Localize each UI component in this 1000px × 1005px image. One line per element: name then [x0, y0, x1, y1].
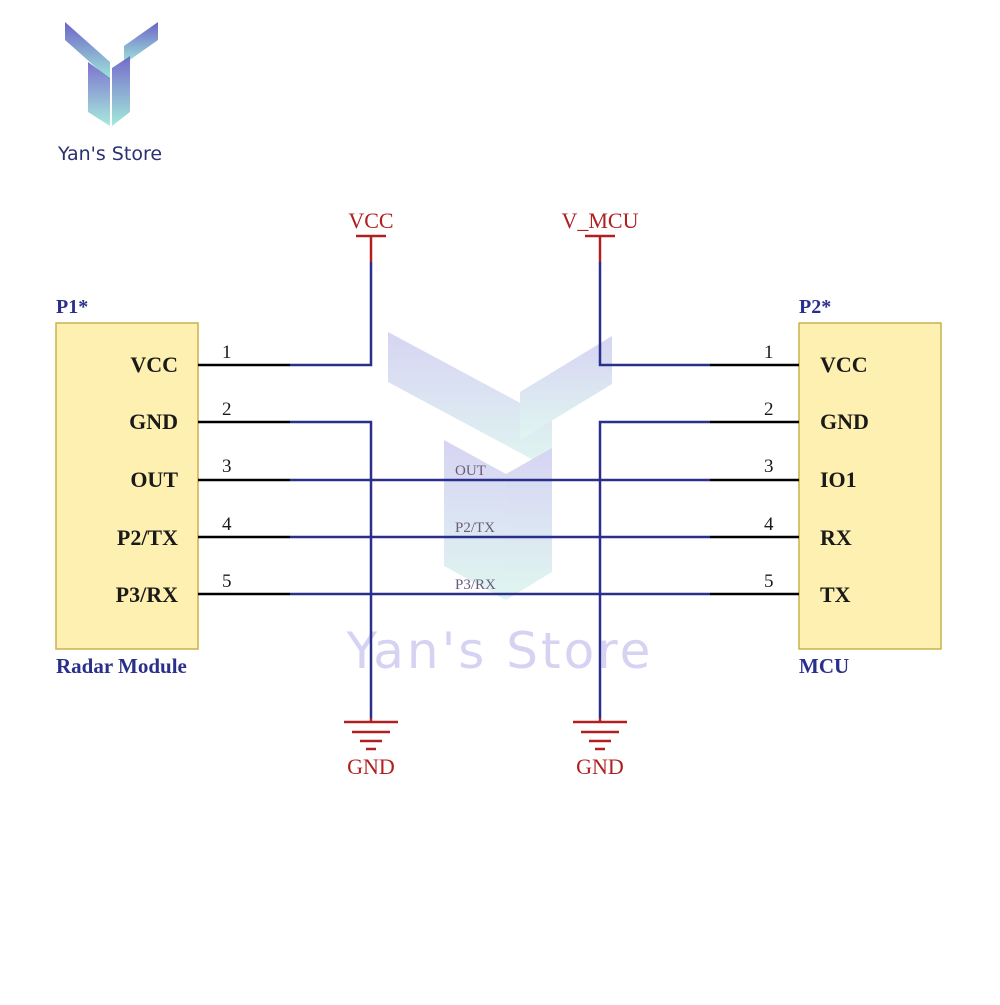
- left-pin-num-2: 2: [222, 399, 232, 420]
- brand-name: Yan's Store: [57, 143, 162, 165]
- right-pin-num-5: 5: [764, 571, 774, 592]
- right-connector-ref: P2*: [799, 296, 831, 318]
- vcc-power-symbol: VCC: [348, 208, 394, 262]
- left-pin-num-4: 4: [222, 514, 232, 535]
- right-connector-box: [798, 322, 942, 650]
- left-pin-name-4: P2/TX: [117, 525, 178, 550]
- right-gnd-label: GND: [576, 754, 624, 779]
- net-label-p2tx: P2/TX: [455, 520, 495, 536]
- right-pin-stubs: [710, 363, 799, 596]
- wire-left-gnd: [290, 420, 373, 718]
- net-label-p3rx: P3/RX: [455, 577, 496, 593]
- right-pin-name-3: IO1: [820, 467, 857, 492]
- right-ground-symbol: GND: [573, 718, 627, 779]
- right-pin-num-4: 4: [764, 514, 774, 535]
- wire-right-vcc: [598, 262, 710, 367]
- left-pin-name-1: VCC: [130, 352, 178, 377]
- brand-logo: Yan's Store: [57, 22, 162, 165]
- left-ground-symbol: GND: [344, 718, 398, 779]
- left-pin-num-1: 1: [222, 342, 232, 363]
- left-pin-num-3: 3: [222, 456, 232, 477]
- right-pin-num-2: 2: [764, 399, 774, 420]
- wire-left-vcc: [290, 262, 373, 367]
- right-pin-name-1: VCC: [820, 352, 868, 377]
- right-pin-numbers: 1 2 3 4 5: [764, 342, 774, 592]
- brand-logo-icon: [65, 22, 158, 126]
- right-pin-name-4: RX: [820, 525, 852, 550]
- left-pin-stubs: [198, 363, 290, 596]
- left-connector-ref: P1*: [56, 296, 88, 318]
- wires: [290, 262, 710, 718]
- left-pin-numbers: 1 2 3 4 5: [222, 342, 232, 592]
- watermark: Yan's Store: [346, 332, 654, 680]
- right-connector-caption: MCU: [799, 654, 849, 678]
- watermark-logo-icon: [388, 332, 612, 600]
- vmcu-power-symbol: V_MCU: [561, 208, 639, 262]
- right-pin-num-3: 3: [764, 456, 774, 477]
- watermark-text: Yan's Store: [346, 622, 654, 680]
- right-pin-name-2: GND: [820, 409, 869, 434]
- left-pin-name-2: GND: [129, 409, 178, 434]
- vmcu-label: V_MCU: [561, 208, 638, 233]
- left-pin-name-3: OUT: [130, 467, 178, 492]
- net-labels: OUT P2/TX P3/RX: [455, 463, 496, 593]
- right-pin-name-5: TX: [820, 582, 851, 607]
- left-pin-names: VCC GND OUT P2/TX P3/RX: [116, 352, 179, 607]
- left-connector-box: [55, 322, 199, 650]
- vcc-label: VCC: [348, 208, 393, 233]
- wire-right-gnd: [598, 420, 710, 718]
- left-gnd-label: GND: [347, 754, 395, 779]
- net-label-out: OUT: [455, 463, 486, 479]
- left-pin-name-5: P3/RX: [116, 582, 178, 607]
- right-pin-names: VCC GND IO1 RX TX: [820, 352, 869, 607]
- left-connector-caption: Radar Module: [56, 654, 187, 678]
- left-pin-num-5: 5: [222, 571, 232, 592]
- right-pin-num-1: 1: [764, 342, 774, 363]
